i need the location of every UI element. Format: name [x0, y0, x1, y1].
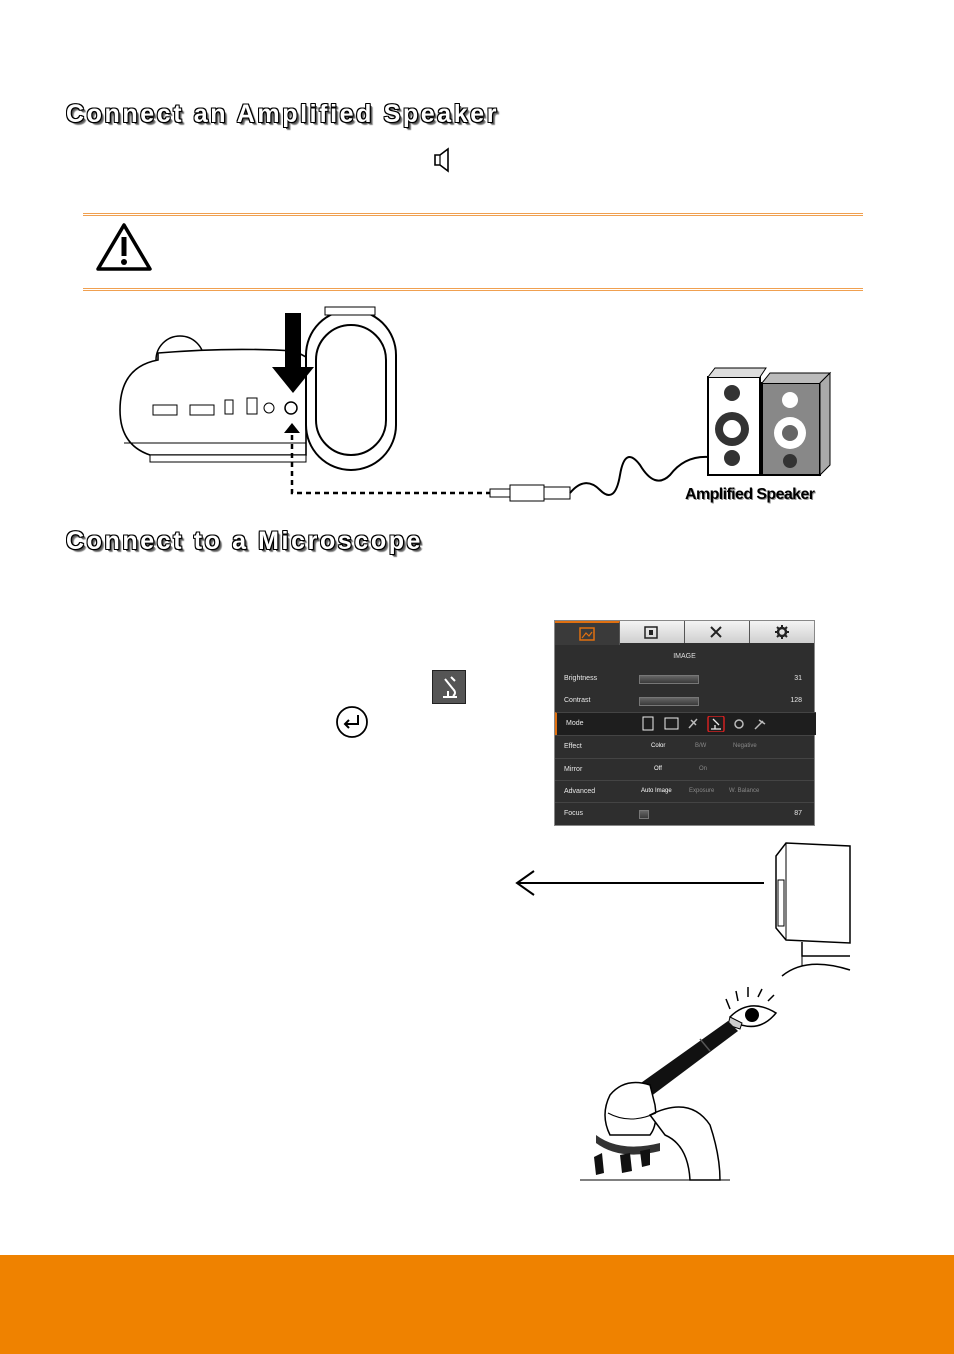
footer-bar	[0, 1255, 954, 1354]
menu-row-label: Brightness	[564, 675, 598, 682]
menu-row-value: 128	[790, 697, 802, 704]
effect-option-bw[interactable]: B/W	[695, 743, 707, 749]
menu-row-focus[interactable]: Focus 87	[555, 802, 814, 825]
contrast-slider[interactable]	[639, 697, 699, 706]
warning-icon	[96, 223, 152, 271]
advanced-option-white-balance[interactable]: W. Balance	[729, 788, 760, 794]
advanced-option-auto-image[interactable]: Auto Image	[641, 788, 672, 794]
menu-row-mirror[interactable]: Mirror Off On	[555, 758, 814, 781]
menu-row-label: Contrast	[564, 697, 591, 704]
menu-row-label: Effect	[564, 743, 582, 750]
menu-row-label: Mode	[566, 720, 584, 727]
speaker-label: Amplified Speaker	[685, 486, 815, 503]
menu-row-label: Advanced	[564, 788, 596, 795]
menu-row-contrast[interactable]: Contrast 128	[555, 690, 814, 712]
gear-icon	[775, 625, 789, 639]
speaker-icon	[434, 147, 449, 173]
mirror-option-on[interactable]: On	[699, 766, 708, 772]
tools-icon	[710, 626, 722, 638]
left-arrow	[515, 870, 764, 896]
menu-row-effect[interactable]: Effect Color B/W Negative	[555, 735, 814, 758]
menu-title: IMAGE	[673, 653, 696, 660]
brightness-slider[interactable]	[639, 675, 699, 684]
menu-row-label: Focus	[564, 810, 584, 817]
effect-option-color[interactable]: Color	[651, 743, 666, 749]
menu-tab-storage[interactable]	[620, 621, 685, 643]
menu-row-value: 31	[794, 675, 802, 682]
menu-row-brightness[interactable]: Brightness 31	[555, 668, 814, 690]
menu-tab-image[interactable]	[555, 621, 620, 645]
menu-row-advanced[interactable]: Advanced Auto Image Exposure W. Balance	[555, 780, 814, 803]
menu-row-mode[interactable]: Mode	[555, 712, 816, 735]
image-menu-panel: IMAGE Brightness 31 Contrast 128 Mode Ef…	[554, 620, 816, 826]
menu-tab-tools[interactable]	[685, 621, 750, 643]
camera-head-illustration	[775, 842, 851, 977]
image-icon	[579, 627, 595, 641]
warning-rule-bottom	[83, 288, 863, 291]
menu-tab-settings[interactable]	[750, 621, 814, 643]
mode-icons	[642, 716, 766, 732]
warning-rule-top	[83, 213, 863, 216]
mirror-option-off[interactable]: Off	[654, 766, 662, 772]
enter-icon	[336, 706, 368, 738]
section-heading-speaker: Connect an Amplified Speaker	[66, 100, 500, 128]
menu-row-label: Mirror	[564, 766, 583, 773]
speaker-connection-diagram	[119, 306, 832, 502]
microscope-illustration	[580, 987, 778, 1181]
microscope-mode-icon	[432, 670, 466, 704]
focus-slider[interactable]	[639, 810, 649, 819]
section-heading-microscope: Connect to a Microscope	[66, 527, 424, 555]
advanced-option-exposure[interactable]: Exposure	[689, 788, 715, 794]
menu-row-value: 87	[794, 810, 802, 817]
effect-option-negative[interactable]: Negative	[733, 743, 757, 749]
storage-icon	[644, 626, 658, 639]
